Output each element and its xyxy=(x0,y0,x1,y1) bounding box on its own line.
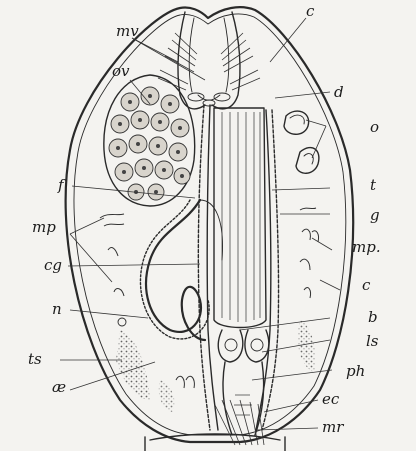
label-mv: mv xyxy=(116,22,139,40)
label-b: b xyxy=(368,308,378,326)
eggs xyxy=(284,111,319,173)
label-ls: ls xyxy=(366,332,379,350)
label-ae: æ xyxy=(52,378,66,396)
pharynx xyxy=(218,330,268,435)
label-ec: ec xyxy=(322,390,340,408)
muscle-plates xyxy=(100,208,319,298)
gut-loop xyxy=(140,200,222,340)
label-n: n xyxy=(52,300,62,318)
label-t: t xyxy=(370,176,377,194)
label-ph: ph xyxy=(346,362,365,380)
small-marks xyxy=(176,376,194,388)
retractor-muscles xyxy=(215,400,264,445)
label-ts: ts xyxy=(28,350,42,368)
ovary xyxy=(104,75,195,206)
label-d: d xyxy=(334,83,344,101)
anterior-cone xyxy=(158,12,260,109)
body-outline xyxy=(66,7,354,451)
label-mp-left: mp xyxy=(32,218,56,236)
label-o: o xyxy=(370,118,379,136)
label-g: g xyxy=(370,206,380,224)
label-ov: ov xyxy=(112,62,130,80)
label-c-right: c xyxy=(362,276,371,294)
label-cg: cg xyxy=(44,256,62,274)
label-mr: mr xyxy=(322,418,344,436)
proboscis-sheath xyxy=(214,108,266,328)
label-mp-right: mp. xyxy=(352,238,381,256)
beaded-ducts xyxy=(198,105,278,430)
label-c-top: c xyxy=(306,2,315,20)
